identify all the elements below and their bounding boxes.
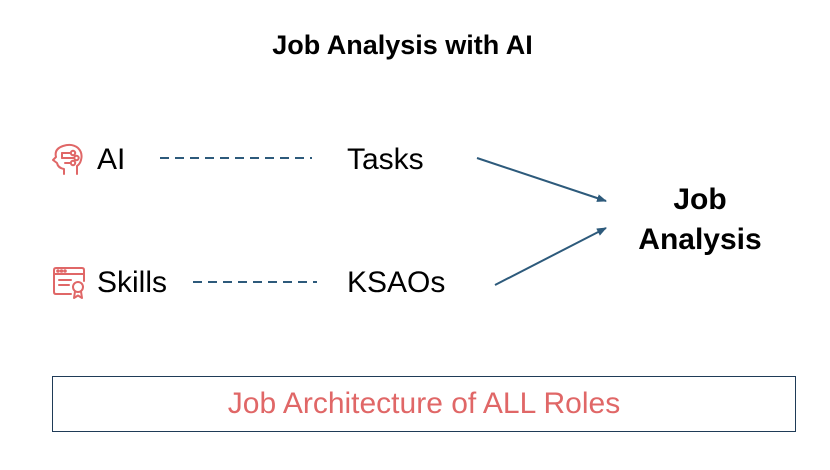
arrow-tasks-to-analysis [476, 157, 607, 202]
diagram-title: Job Analysis with AI [272, 30, 533, 60]
tasks-label: Tasks [347, 143, 424, 176]
ai-label: AI [97, 143, 126, 176]
job-architecture-label: Job Architecture of ALL Roles [227, 387, 621, 420]
browser-certificate-icon [51, 264, 87, 300]
arrow-ksaos-to-analysis [494, 227, 607, 286]
skills-label: Skills [97, 266, 168, 299]
brain-network-icon [50, 142, 86, 178]
job-analysis-line1: Job [673, 183, 727, 216]
job-architecture-box: Job Architecture of ALL Roles [52, 376, 796, 432]
job-analysis-node: Job Analysis [620, 180, 780, 260]
ksaos-label: KSAOs [347, 266, 446, 299]
job-analysis-line2: Analysis [638, 223, 762, 256]
